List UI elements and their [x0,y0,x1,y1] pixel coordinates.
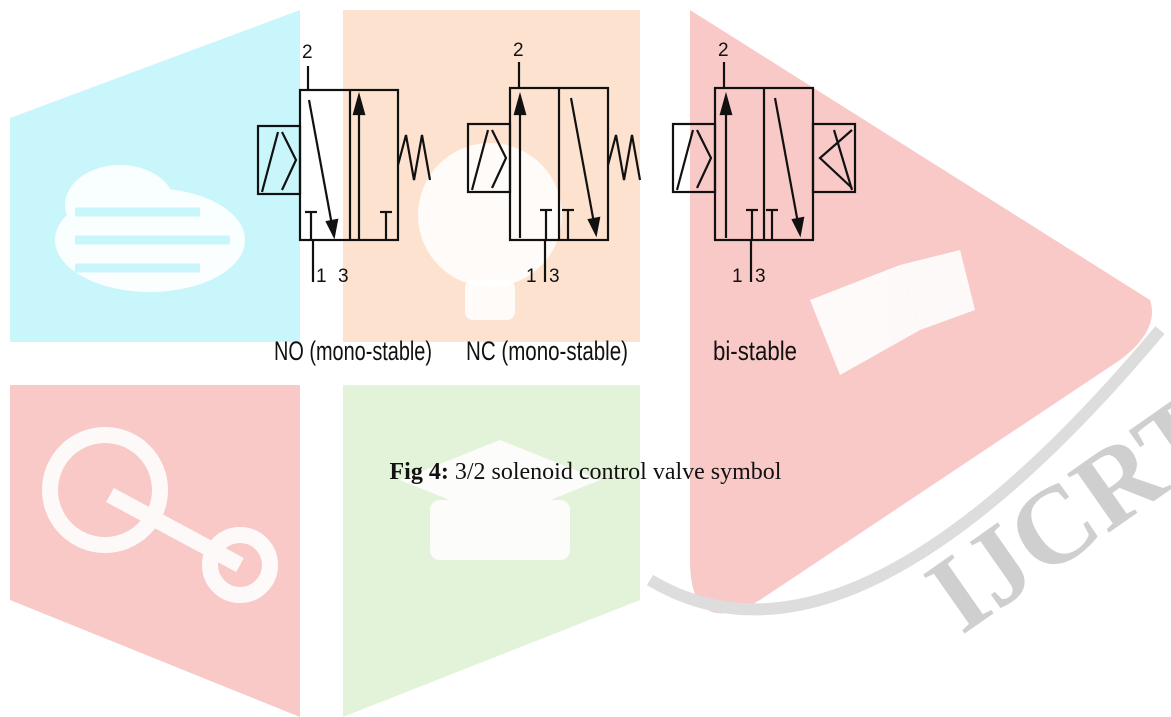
valve-symbol-no [256,66,432,282]
circuit-lines [75,207,230,273]
figure-caption-label: Fig 4: [389,459,449,485]
port-label: 2 [513,40,524,61]
port-label: 1 [526,266,537,287]
valve-symbol-nc [466,62,642,282]
symbol-label-nc: NC (mono-stable) [466,336,628,366]
port-label: 1 [316,266,327,287]
spring-icon [396,134,432,181]
gears-icon [42,427,278,603]
port-label: 2 [718,40,729,61]
valve-symbol-bistable [671,62,857,282]
solenoid-actuator-icon [811,122,857,194]
watermark-swoosh [646,326,1165,616]
spring-icon [606,134,642,181]
port-label: 1 [732,266,743,287]
figure-caption-text: 3/2 solenoid control valve symbol [448,459,782,485]
port-label: 3 [338,266,349,287]
graduation-cap-icon [400,440,600,560]
watermark-red-left-panel [10,385,300,717]
port-label: 2 [302,42,313,63]
lightbulb-icon [418,143,562,320]
port-numbers: 2 1 3 2 1 3 2 1 3 [302,40,766,287]
book-icon [810,250,975,375]
figure-caption: Fig 4: 3/2 solenoid control valve symbol [0,459,1171,486]
symbol-label-no: NO (mono-stable) [274,336,432,366]
port-label: 3 [549,266,560,287]
symbol-label-bistable: bi-stable [713,336,797,366]
port-label: 3 [755,266,766,287]
